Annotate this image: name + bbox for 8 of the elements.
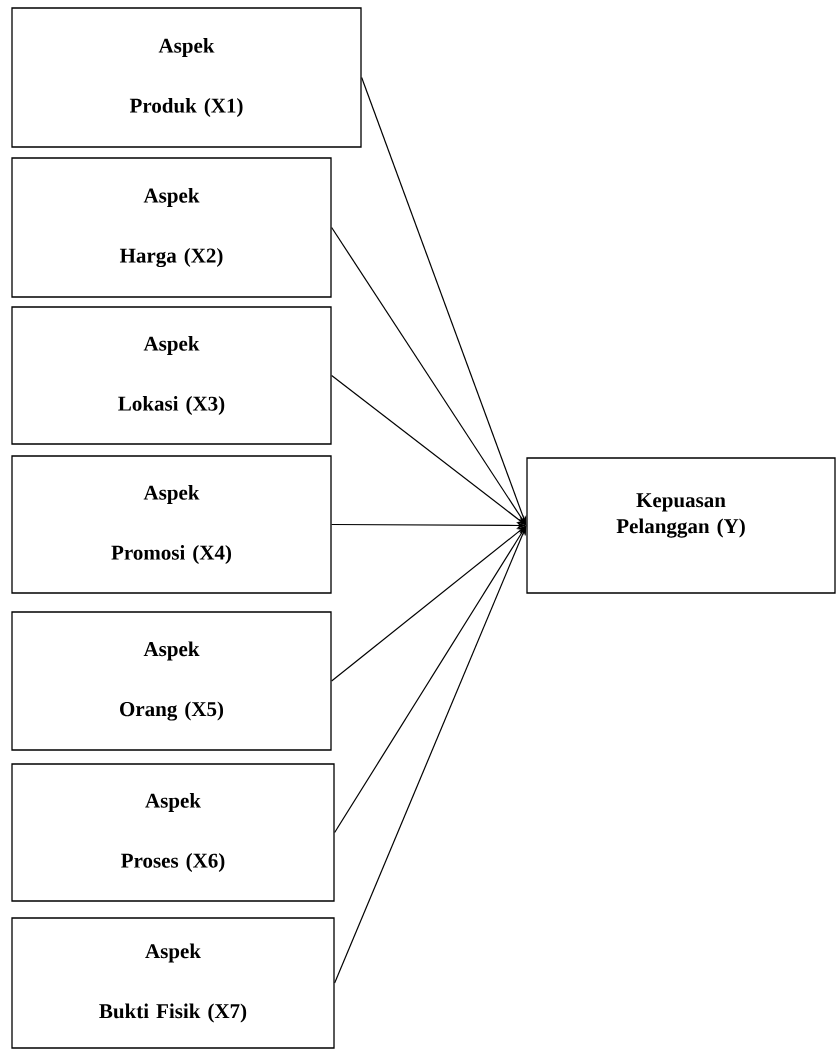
text-box: Kepuasan Pelanggan (Y) <box>526 457 836 594</box>
text-box: Aspek Proses (X6) <box>11 763 335 902</box>
text-box: Aspek Promosi (X4) <box>11 455 332 594</box>
text-box: Aspek Lokasi (X3) <box>11 306 332 445</box>
text-box: Aspek Orang (X5) <box>11 611 332 751</box>
text-box: Aspek Produk (X1) <box>11 7 362 148</box>
text-box: Aspek Bukti Fisik (X7) <box>11 917 335 1049</box>
text-box: Aspek Harga (X2) <box>11 157 332 298</box>
